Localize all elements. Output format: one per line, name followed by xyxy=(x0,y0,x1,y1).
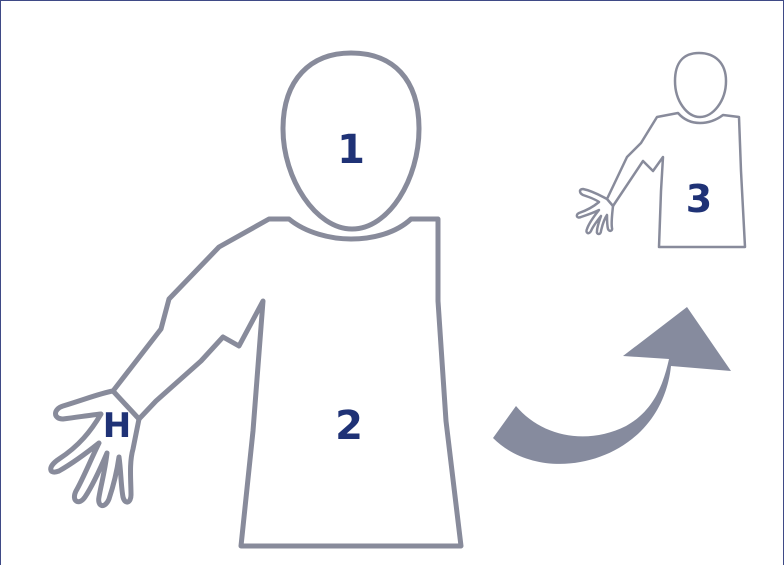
small-figure: 3 xyxy=(577,53,745,247)
body-label: 2 xyxy=(335,403,363,449)
large-figure: H 1 2 xyxy=(51,53,461,546)
head-label: 1 xyxy=(337,127,365,173)
small-figure-head xyxy=(675,53,726,117)
large-figure-torso xyxy=(113,219,461,546)
curved-arrow-up-right-icon xyxy=(493,307,731,464)
small-figure-torso xyxy=(607,113,745,247)
hand-label: H xyxy=(103,406,131,446)
small-figure-label: 3 xyxy=(686,177,712,221)
